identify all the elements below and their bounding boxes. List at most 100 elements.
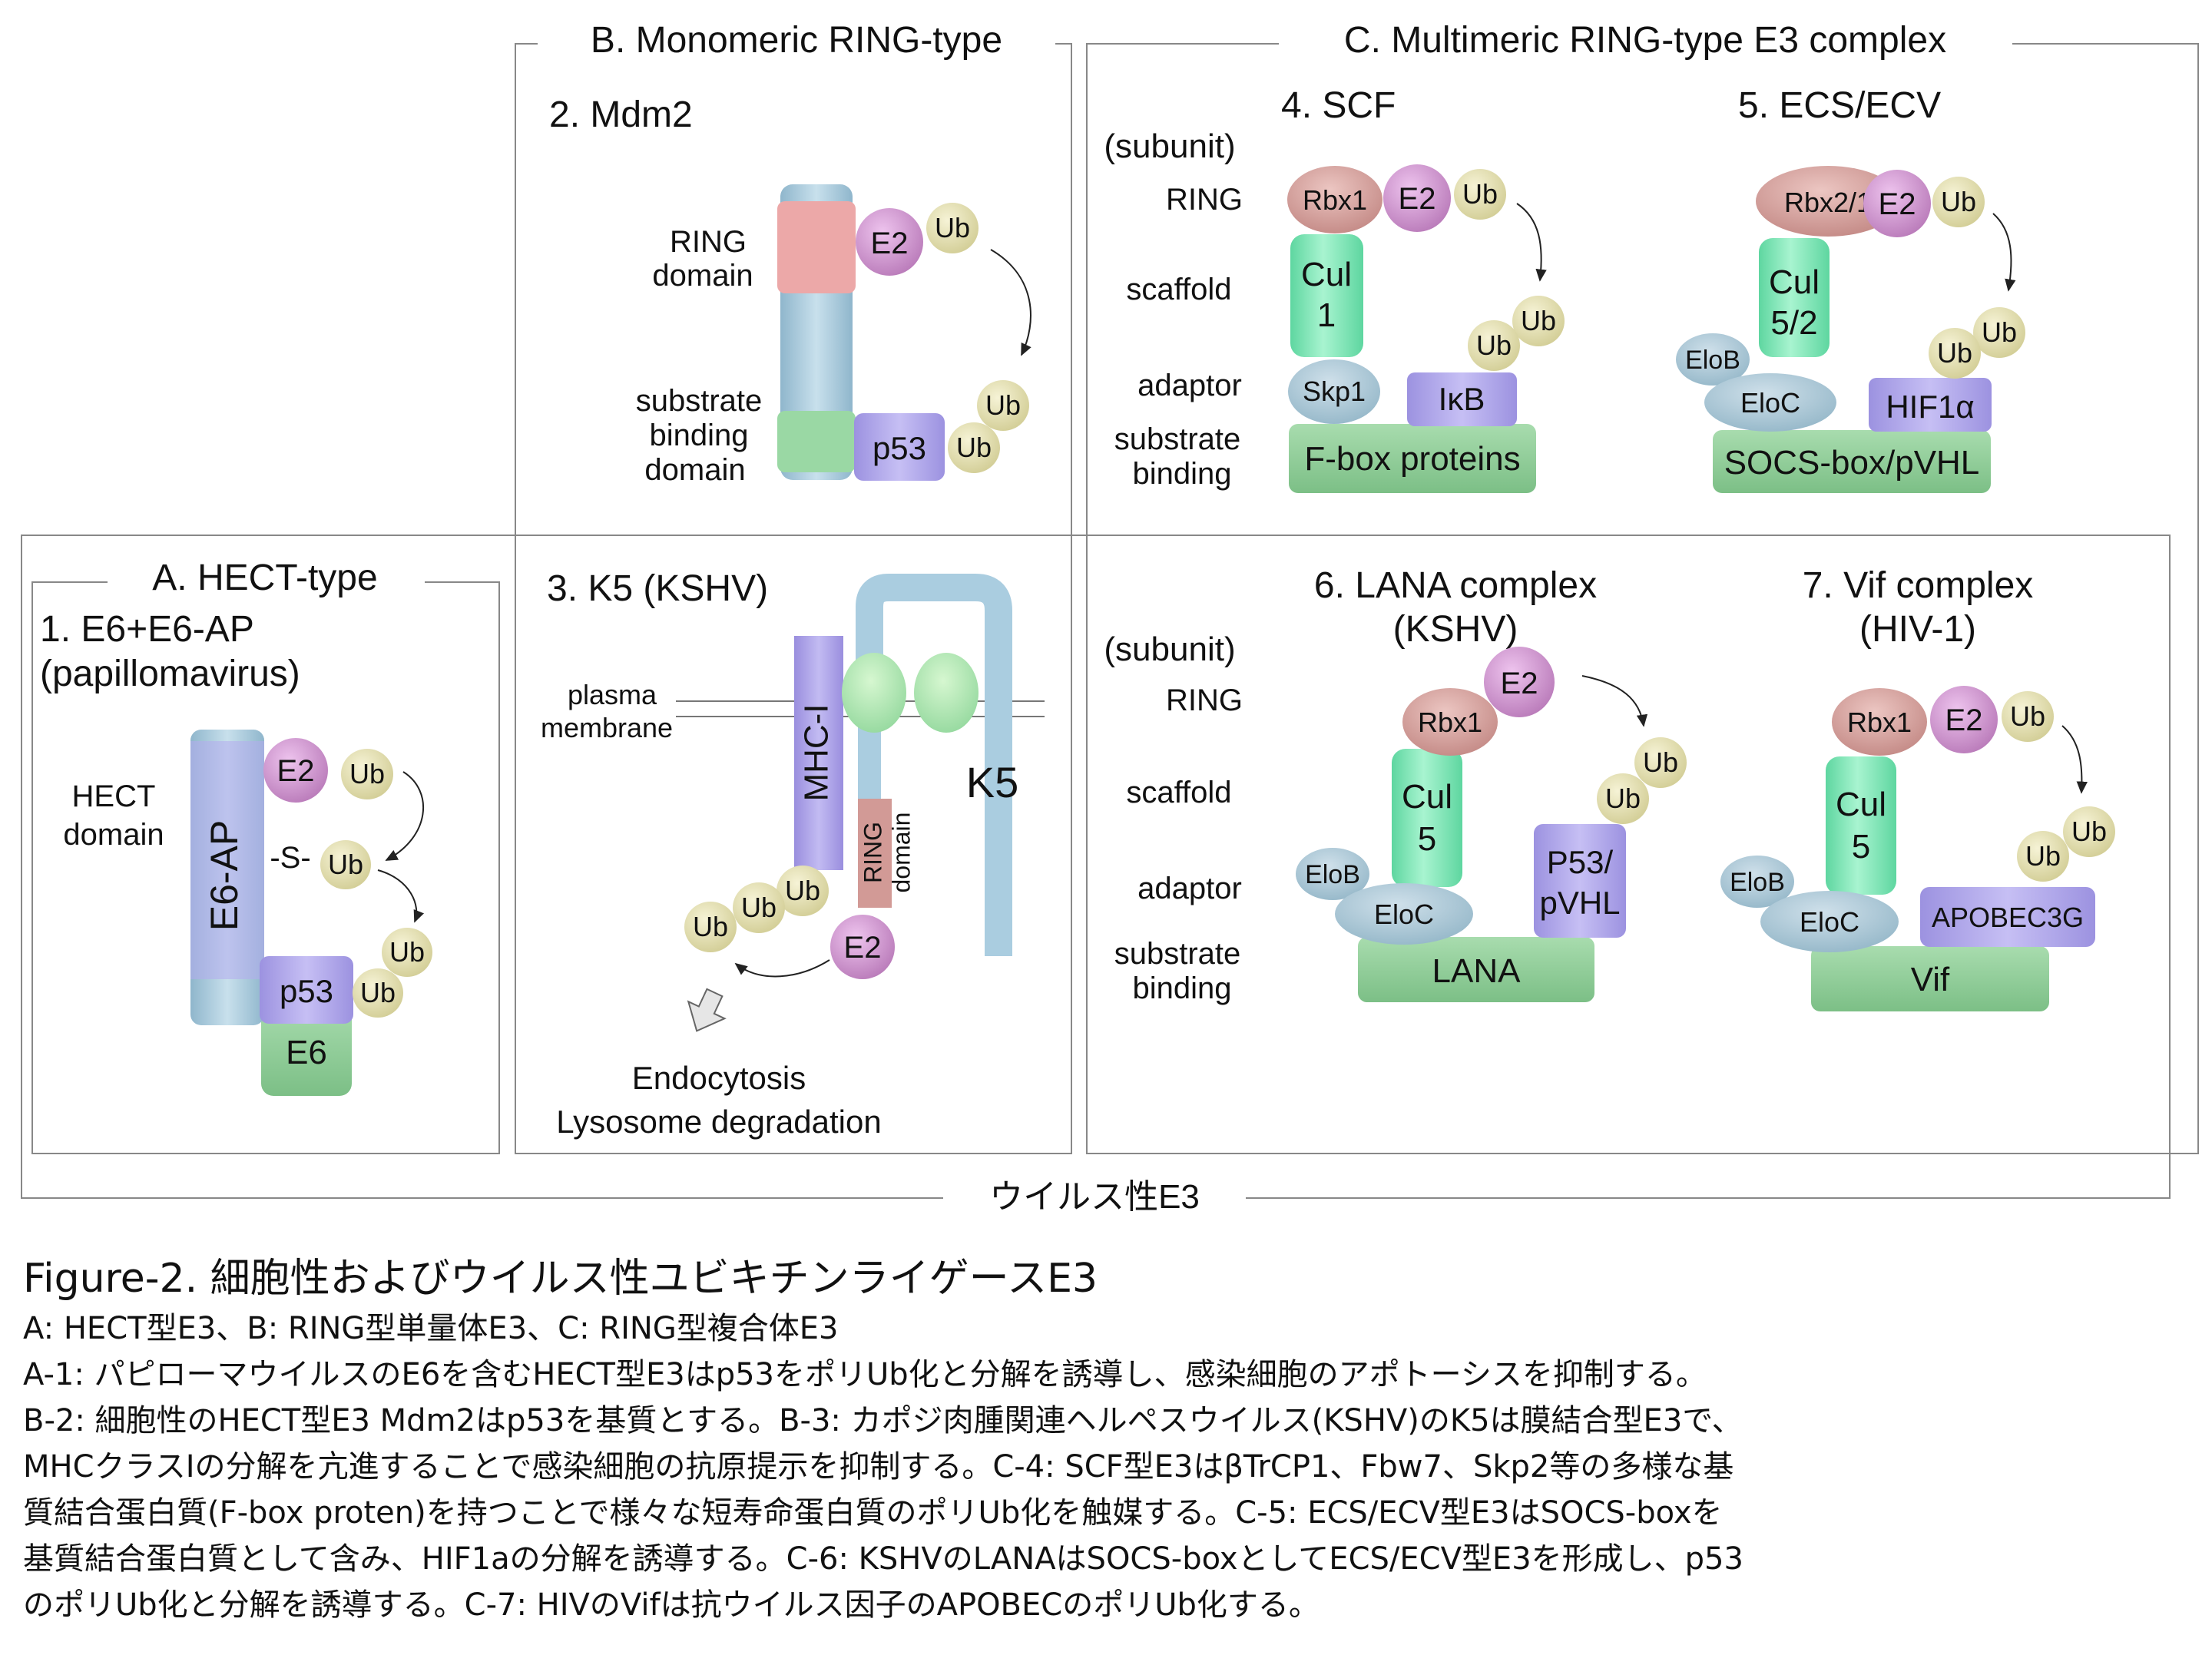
e6-box bbox=[261, 1002, 352, 1096]
e2-circle bbox=[856, 208, 923, 276]
caption-line: B-2: 細胞性のHECT型E3 Mdm2はp53を基質とする。B-3: カポジ… bbox=[23, 1403, 1743, 1438]
ecs-heading: 5. ECS/ECV bbox=[1738, 85, 1941, 126]
substrate-domain-label-1: substrate bbox=[636, 384, 763, 418]
scf-ub-label: Ub bbox=[1521, 305, 1556, 336]
e2-circle bbox=[263, 738, 328, 803]
scf-cul-box bbox=[1290, 234, 1363, 357]
lana-eloc-circle bbox=[1335, 883, 1473, 945]
vif-receptor-box bbox=[1811, 946, 2049, 1011]
viral-e3-label: ウイルス性E3 bbox=[989, 1178, 1200, 1216]
ub-label: Ub bbox=[360, 977, 396, 1008]
ecs-ub-chain-1 bbox=[1973, 307, 2025, 358]
lana-heading-2: (KSHV) bbox=[1393, 609, 1518, 650]
scf-e2-label: E2 bbox=[1399, 182, 1436, 216]
substrate-domain-label-2: binding bbox=[649, 419, 748, 452]
panel-a-hect: 1. E6+E6-AP (papillomavirus) HECT domain… bbox=[40, 609, 432, 1096]
row-label-substrate-binding-2: binding bbox=[1132, 457, 1231, 491]
ecs-elob-label: EloB bbox=[1685, 346, 1740, 375]
panel-a-item: 1. E6+E6-AP bbox=[40, 609, 254, 650]
mhc-i-label: MHC-I bbox=[798, 703, 836, 801]
ub-circle-e2 bbox=[926, 203, 979, 253]
mdm2-substrate-domain bbox=[777, 411, 856, 472]
scf-substrate-box bbox=[1407, 372, 1517, 426]
lana-ub-chain-2 bbox=[1597, 773, 1649, 824]
caption-line: A-1: パピローマウイルスのE6を含むHECT型E3はp53をポリUb化と分解… bbox=[23, 1357, 1707, 1392]
hect-domain-label-1: HECT bbox=[72, 780, 156, 813]
panel-b-mdm2: 2. Mdm2 RING domain substrate binding do… bbox=[549, 94, 1031, 487]
scf-adaptor-label: Skp1 bbox=[1303, 376, 1366, 407]
vif-receptor-label: Vif bbox=[1911, 961, 1950, 998]
lana-substrate-label-2: pVHL bbox=[1539, 885, 1620, 921]
ecs-e2-circle bbox=[1863, 170, 1931, 237]
vif-ub-label: Ub bbox=[2010, 700, 2045, 732]
complex-vif: 7. Vif complex (HIV-1) Vif Cul 5 EloB El… bbox=[1720, 565, 2115, 1011]
scf-ub-label: Ub bbox=[1462, 178, 1498, 210]
lana-heading-1: 6. LANA complex bbox=[1314, 565, 1597, 606]
ub-circle-e2 bbox=[341, 749, 393, 799]
lana-receptor-label: LANA bbox=[1432, 952, 1522, 990]
thioester-label: -S- bbox=[270, 841, 310, 875]
k5-heading: 3. K5 (KSHV) bbox=[547, 568, 768, 609]
ub-label: Ub bbox=[349, 758, 385, 789]
ub-circle-hect bbox=[320, 840, 371, 889]
row-label-substrate-binding-2: binding bbox=[1132, 971, 1231, 1005]
ub-label: Ub bbox=[935, 212, 970, 243]
lana-cul-label-1: Cul bbox=[1402, 778, 1452, 816]
ecs-cul-box bbox=[1759, 238, 1830, 357]
caption-line: 質結合蛋白質(F-box proten)を持つことで様々な短寿命蛋白質のポリUb… bbox=[23, 1495, 1723, 1531]
transmembrane-domain-1 bbox=[842, 653, 906, 733]
vif-ub-chain-2 bbox=[2017, 831, 2069, 882]
hect-domain-label-2: domain bbox=[63, 818, 164, 852]
caption-line: 基質結合蛋白質として含み、HIF1aの分解を誘導する。C-6: KSHVのLAN… bbox=[23, 1541, 1743, 1577]
ecs-ub-label: Ub bbox=[1941, 186, 1976, 217]
endocytosis-arrow bbox=[687, 988, 727, 1032]
ecs-ub-circle-e2 bbox=[1932, 177, 1985, 227]
row-label-substrate-binding-1: substrate bbox=[1114, 422, 1241, 456]
lana-e2-circle bbox=[1484, 647, 1555, 717]
scf-adaptor-circle bbox=[1288, 359, 1380, 424]
transfer-arrow-1 bbox=[385, 771, 425, 861]
complex-ecs: 5. ECS/ECV SOCS-box/pVHL Cul 5/2 EloB El… bbox=[1676, 85, 2025, 493]
lana-transfer-arrow bbox=[1581, 675, 1648, 727]
transmembrane-domain-2 bbox=[914, 653, 979, 733]
row-label-adaptor: adaptor bbox=[1137, 872, 1242, 905]
vif-elob-circle bbox=[1720, 856, 1794, 908]
ub-circle-1 bbox=[777, 866, 829, 916]
vif-cul-label-1: Cul bbox=[1836, 786, 1886, 823]
vif-rbx-label: Rbx1 bbox=[1847, 707, 1912, 738]
vif-elob-label: EloB bbox=[1730, 868, 1785, 897]
ub-circle-chain-1 bbox=[977, 380, 1029, 431]
lana-elob-circle bbox=[1296, 848, 1369, 900]
ecs-cul-label-2: 5/2 bbox=[1770, 304, 1817, 342]
ub-label: Ub bbox=[985, 389, 1021, 421]
scf-e2-circle bbox=[1383, 164, 1451, 232]
k5-ring-domain bbox=[858, 799, 892, 908]
vif-e2-label: E2 bbox=[1945, 703, 1983, 737]
e2-label: E2 bbox=[871, 227, 909, 260]
ub-circle-3 bbox=[684, 902, 737, 952]
ub-circle-2 bbox=[733, 882, 785, 933]
transfer-arrow bbox=[990, 249, 1031, 356]
scf-ub-chain-2 bbox=[1468, 320, 1520, 371]
lana-ub-label: Ub bbox=[1605, 783, 1641, 814]
lana-ub-label: Ub bbox=[1643, 746, 1678, 778]
complex-scf: 4. SCF F-box proteins Cul 1 Skp1 IκB Rbx… bbox=[1281, 85, 1565, 493]
lana-eloc-label: EloC bbox=[1374, 899, 1434, 930]
transfer-arrow bbox=[734, 959, 830, 978]
ub-label: Ub bbox=[389, 936, 425, 968]
vif-cul-box bbox=[1826, 756, 1896, 895]
caption-line: のポリUb化と分解を誘導する。C-7: HIVのVifは抗ウイルス因子のAPOB… bbox=[23, 1587, 1320, 1623]
lana-receptor-box bbox=[1358, 937, 1594, 1002]
ring-domain-label-2: domain bbox=[887, 813, 915, 893]
vif-e2-circle bbox=[1930, 686, 1998, 753]
ecs-ub-label: Ub bbox=[1937, 337, 1972, 369]
panel-a-title: A. HECT-type bbox=[152, 558, 377, 598]
caption-line: MHCクラスIの分解を亢進することで感染細胞の抗原提示を抑制する。C-4: SC… bbox=[23, 1449, 1734, 1485]
panel-c-row-labels-top: (subunit) RING scaffold adaptor substrat… bbox=[1104, 127, 1243, 491]
outcome-line-2: Lysosome degradation bbox=[556, 1104, 881, 1140]
ecs-receptor-label: SOCS-box/pVHL bbox=[1724, 444, 1980, 482]
e2-label: E2 bbox=[844, 931, 882, 965]
lana-cul-box bbox=[1392, 749, 1462, 887]
ub-label: Ub bbox=[956, 432, 992, 463]
vif-ub-label: Ub bbox=[2071, 816, 2107, 847]
